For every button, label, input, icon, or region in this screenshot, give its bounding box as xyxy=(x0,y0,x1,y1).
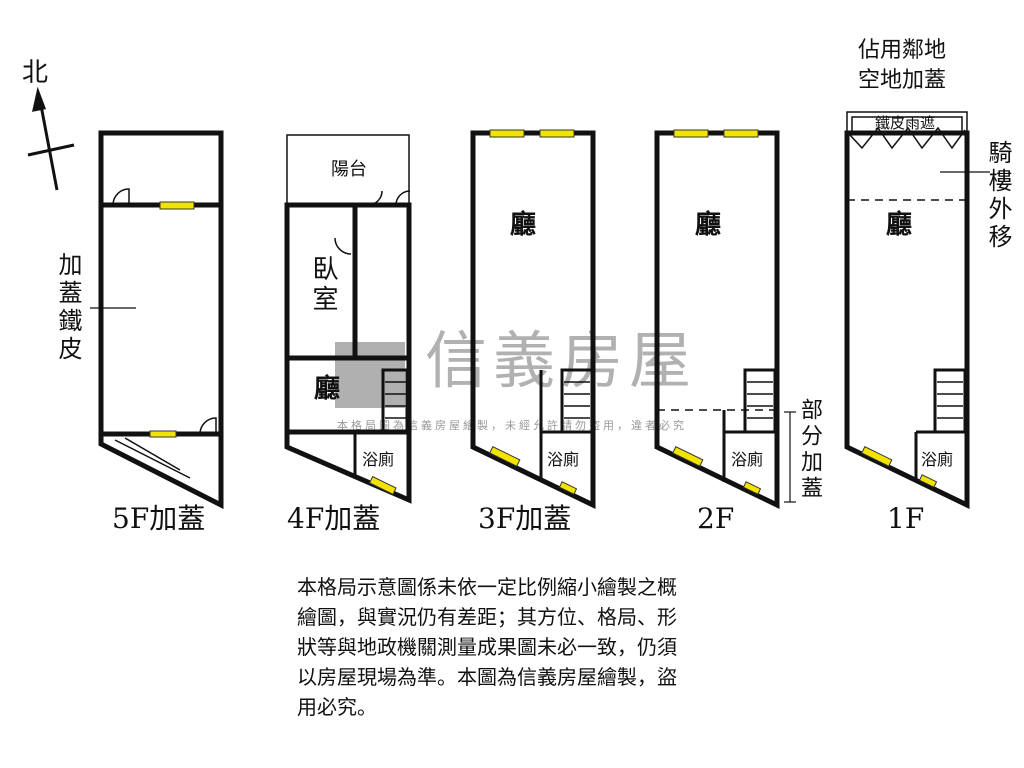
room-bath-3f: 浴廁 xyxy=(547,450,580,469)
disclaimer-note: 本格局示意圖係未依一定比例縮小繪製之概 繪圖，與實況仍有差距；其方位、格局、形 … xyxy=(297,572,777,722)
floor-2f-label: 2F xyxy=(697,502,735,535)
note-line: 用必究。 xyxy=(297,695,377,719)
awning xyxy=(846,111,968,150)
windows xyxy=(149,129,938,495)
room-bath-4f: 浴廁 xyxy=(362,450,395,469)
note-line: 本格局示意圖係未依一定比例縮小繪製之概 xyxy=(297,575,677,599)
floor-1f-top-label-1: 佔用鄰地 xyxy=(858,38,947,63)
watermark-notice: 本格局圖為信義房屋繪製，未經允許請勿盜用，違者必究 xyxy=(337,419,687,432)
floor-1f-label: 1F xyxy=(887,502,925,535)
floor-3f-label: 3F加蓋 xyxy=(478,502,572,535)
north-label: 北 xyxy=(22,58,49,88)
floor-2f-side-label: 部分加蓋 xyxy=(797,398,822,502)
floor-4f-label: 4F加蓋 xyxy=(287,502,381,535)
north-arrow-icon xyxy=(27,86,75,191)
note-line: 繪圖，與實況仍有差距；其方位、格局、形 xyxy=(297,605,677,629)
floor-5f-label: 5F加蓋 xyxy=(112,502,206,535)
room-hall-2f: 廳 xyxy=(695,210,722,240)
watermark-logo xyxy=(335,342,405,408)
room-hall-4f: 廳 xyxy=(314,374,341,404)
watermark-brand: 信義房屋 xyxy=(425,324,698,397)
room-hall-3f: 廳 xyxy=(510,210,537,240)
room-hall-1f: 廳 xyxy=(886,210,913,240)
doors xyxy=(112,188,411,435)
room-bath-1f: 浴廁 xyxy=(921,450,954,469)
room-balcony: 陽台 xyxy=(331,159,367,180)
floor-1f-top-label-2: 空地加蓋 xyxy=(858,68,947,93)
floor-5f-side-label: 加蓋鐵皮 xyxy=(54,252,82,364)
note-line: 以房屋現場為準。本圖為信義房屋繪製，盜 xyxy=(297,665,677,689)
awning-label: 鐵皮雨遮 xyxy=(875,114,936,132)
room-bedroom: 臥室 xyxy=(308,255,338,315)
room-bath-2f: 浴廁 xyxy=(731,450,764,469)
floor-1f-side-label: 騎樓外移 xyxy=(984,140,1012,252)
note-line: 狀等與地政機關測量成果圖未必一致，仍須 xyxy=(297,635,677,659)
floor-5f-outline xyxy=(98,130,224,510)
